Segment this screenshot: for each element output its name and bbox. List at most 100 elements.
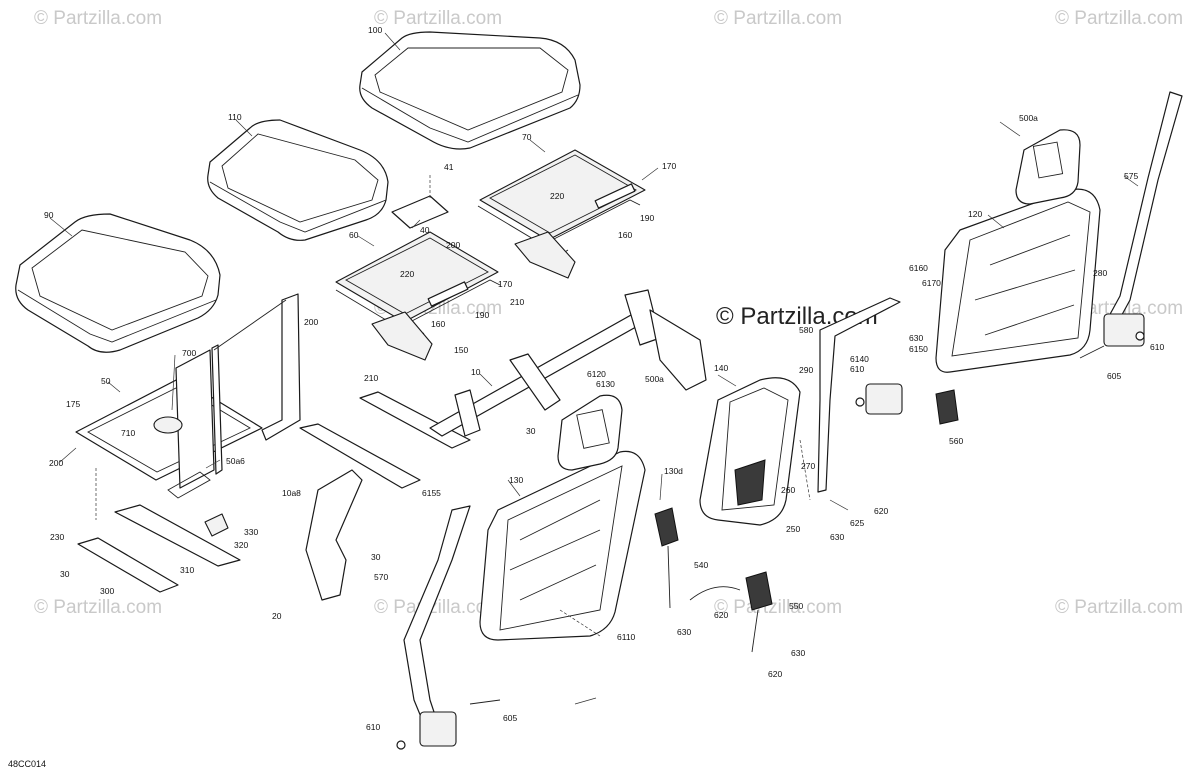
callout-540: 540	[694, 560, 709, 570]
callout-270: 270	[801, 461, 816, 471]
seat-cushion-110	[207, 119, 389, 241]
callout-200b: 200	[304, 317, 319, 327]
callout-30b: 30	[60, 569, 70, 579]
buckle-560	[935, 389, 959, 425]
callout-320: 320	[234, 540, 249, 550]
callout-210b: 210	[364, 373, 379, 383]
callout-170a: 170	[662, 161, 677, 171]
callout-40: 40	[420, 225, 430, 235]
callout-605a: 605	[503, 713, 518, 723]
bolt-605b	[1079, 345, 1105, 359]
callout-330: 330	[244, 527, 259, 537]
watermark-top-4: © Partzilla.com	[1055, 8, 1184, 29]
callout-170b: 170	[498, 279, 513, 289]
callout-200a: 200	[446, 240, 461, 250]
callout-50a6: 50a6	[226, 456, 245, 466]
seat-frame-60	[335, 231, 501, 339]
callout-10a8: 10a8	[282, 488, 301, 498]
callout-130d: 130d	[664, 466, 683, 476]
callout-610c: 610	[1150, 342, 1165, 352]
retractor-580	[865, 383, 903, 415]
callout-230: 230	[50, 532, 65, 542]
buckle-550-strap	[751, 609, 759, 653]
callout-580: 580	[799, 325, 814, 335]
callout-710: 710	[121, 428, 136, 438]
callout-610b: 610	[850, 364, 865, 374]
callout-570: 570	[374, 572, 389, 582]
slide-310	[114, 504, 241, 567]
watermark-bot-3: © Partzilla.com	[714, 597, 843, 618]
seat-cushion-90	[15, 213, 221, 353]
callout-120: 120	[968, 209, 983, 219]
callout-310: 310	[180, 565, 195, 575]
callout-625: 625	[850, 518, 865, 528]
callout-6170: 6170	[922, 278, 941, 288]
callout-500a-left: 500a	[645, 374, 664, 384]
callout-550: 550	[789, 601, 804, 611]
callout-6140: 6140	[850, 354, 869, 364]
callout-160b: 160	[431, 319, 446, 329]
callout-290: 290	[799, 365, 814, 375]
callout-6150: 6150	[909, 344, 928, 354]
headrest-500a-right	[1015, 129, 1081, 205]
callout-200c: 200	[49, 458, 64, 468]
buckle-540-strap	[667, 545, 671, 609]
callout-190a: 190	[640, 213, 655, 223]
slide-rail-210a	[514, 231, 576, 279]
callout-175: 175	[66, 399, 81, 409]
retractor-575	[1103, 313, 1145, 347]
callout-250: 250	[786, 524, 801, 534]
callout-220a: 220	[550, 191, 565, 201]
watermark-bot-2: © Partzilla.com	[374, 597, 503, 618]
seat-base-frame-50	[75, 293, 301, 499]
watermark-bot-1: © Partzilla.com	[34, 597, 163, 618]
nut-610b	[1135, 331, 1145, 341]
headrest-pad-left	[576, 409, 610, 449]
wire-620	[689, 586, 741, 601]
callout-10: 10	[471, 367, 481, 377]
callout-6155: 6155	[422, 488, 441, 498]
callout-500a-right: 500a	[1019, 113, 1038, 123]
buckle-550	[745, 571, 773, 611]
callout-610a: 610	[366, 722, 381, 732]
callout-560: 560	[949, 436, 964, 446]
seat-belt-570	[403, 505, 471, 735]
seat-cushion-100	[359, 31, 581, 150]
callout-700: 700	[182, 348, 197, 358]
seat-back-140	[699, 377, 801, 526]
nut-610a	[396, 740, 406, 750]
callout-190b: 190	[475, 310, 490, 320]
callout-60: 60	[349, 230, 359, 240]
assembly-line-2	[559, 609, 601, 637]
callout-620c: 620	[874, 506, 889, 516]
callout-20: 20	[272, 611, 282, 621]
callout-30a: 30	[526, 426, 536, 436]
nut-610c	[855, 397, 865, 407]
bolt-605a	[469, 699, 501, 705]
callout-130: 130	[509, 475, 524, 485]
callout-210a: 210	[510, 297, 525, 307]
watermark-bot-4: © Partzilla.com	[1055, 597, 1184, 618]
callout-90: 90	[44, 210, 54, 220]
slide-300	[77, 537, 179, 593]
callout-630c: 630	[909, 333, 924, 343]
leader-lines	[49, 32, 1139, 705]
callout-160a: 160	[618, 230, 633, 240]
assembly-line-3	[799, 439, 811, 501]
watermark-top-1: © Partzilla.com	[34, 8, 163, 29]
watermark-top-2: © Partzilla.com	[374, 8, 503, 29]
bracket-330	[204, 513, 229, 537]
callout-110: 110	[228, 112, 242, 122]
callout-575: 575	[1124, 171, 1139, 181]
callout-630b: 630	[791, 648, 806, 658]
callout-30c: 30	[371, 552, 381, 562]
watermark-top-3: © Partzilla.com	[714, 8, 843, 29]
headrest-500a-left	[557, 394, 623, 471]
callout-100: 100	[368, 25, 383, 35]
access-plate-40	[391, 195, 449, 229]
callout-6130: 6130	[596, 379, 615, 389]
callout-50: 50	[101, 376, 111, 386]
callout-70: 70	[522, 132, 532, 142]
seat-back-120	[935, 188, 1101, 373]
